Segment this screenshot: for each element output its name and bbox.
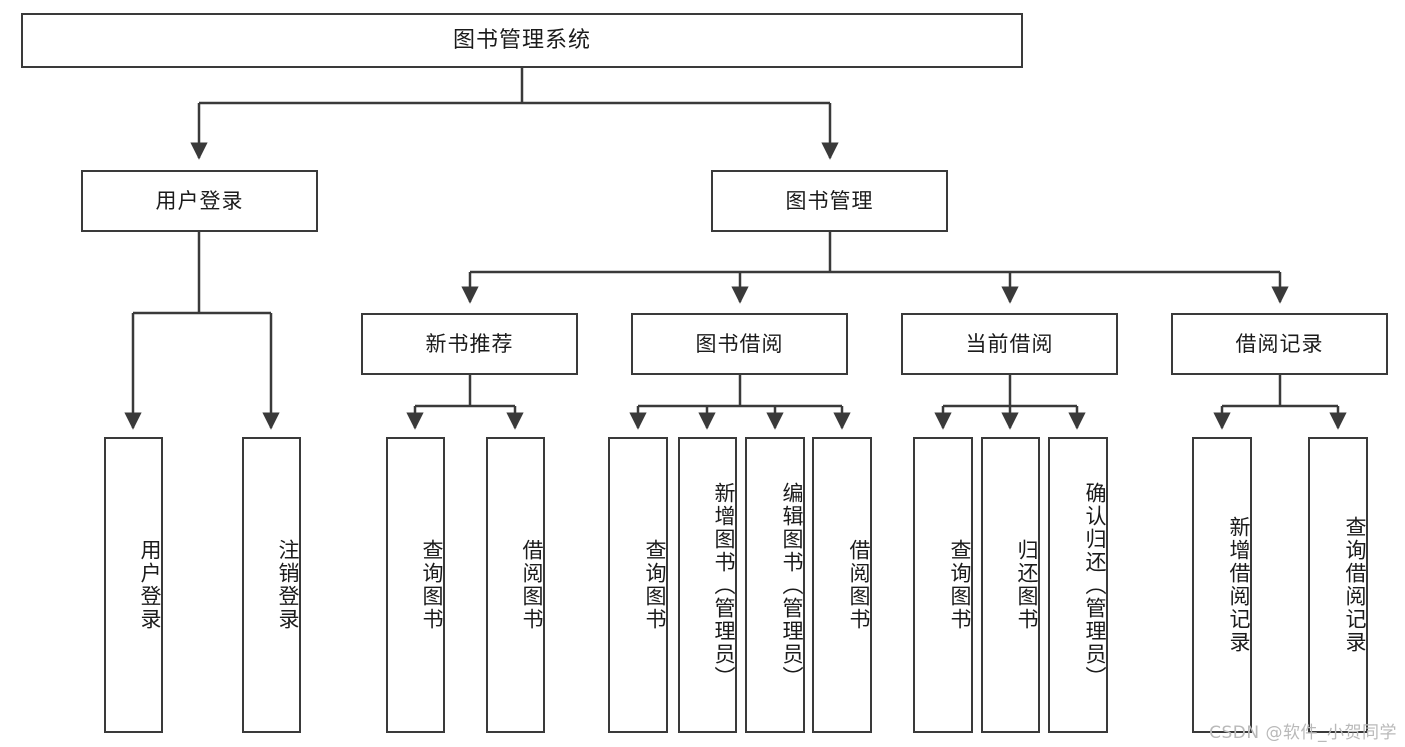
leaf-confirm-return[interactable]: 确认归还（管理员） <box>1048 437 1108 733</box>
leaf-user-logout[interactable]: 注销登录 <box>242 437 301 733</box>
node-borrow-record[interactable]: 借阅记录 <box>1171 313 1388 375</box>
leaf-edit-book[interactable]: 编辑图书（管理员） <box>745 437 805 733</box>
node-new-book-rec[interactable]: 新书推荐 <box>361 313 578 375</box>
leaf-query-book-2[interactable]: 查询图书 <box>608 437 668 733</box>
leaf-label: 查询借阅记录 <box>1343 516 1367 654</box>
leaf-label: 借阅图书 <box>520 539 544 631</box>
leaf-borrow-book-2[interactable]: 借阅图书 <box>812 437 872 733</box>
leaf-add-record[interactable]: 新增借阅记录 <box>1192 437 1252 733</box>
leaf-user-login[interactable]: 用户登录 <box>104 437 163 733</box>
leaf-return-book[interactable]: 归还图书 <box>981 437 1040 733</box>
leaf-label: 确认归还（管理员） <box>1083 481 1107 689</box>
leaf-label: 查询图书 <box>948 539 972 631</box>
leaf-label: 编辑图书（管理员） <box>780 481 804 689</box>
node-current-borrow[interactable]: 当前借阅 <box>901 313 1118 375</box>
leaf-label: 注销登录 <box>276 539 300 631</box>
node-user-login[interactable]: 用户登录 <box>81 170 318 232</box>
leaf-query-record[interactable]: 查询借阅记录 <box>1308 437 1368 733</box>
leaf-label: 查询图书 <box>420 539 444 631</box>
leaf-label: 用户登录 <box>138 539 162 631</box>
leaf-label: 新增图书（管理员） <box>712 481 736 689</box>
leaf-add-book[interactable]: 新增图书（管理员） <box>678 437 737 733</box>
node-book-borrow[interactable]: 图书借阅 <box>631 313 848 375</box>
leaf-borrow-book-1[interactable]: 借阅图书 <box>486 437 545 733</box>
leaf-query-book-3[interactable]: 查询图书 <box>913 437 973 733</box>
leaf-query-book-1[interactable]: 查询图书 <box>386 437 445 733</box>
node-book-manage[interactable]: 图书管理 <box>711 170 948 232</box>
leaf-label: 新增借阅记录 <box>1227 516 1251 654</box>
node-root[interactable]: 图书管理系统 <box>21 13 1023 68</box>
leaf-label: 归还图书 <box>1015 539 1039 631</box>
leaf-label: 借阅图书 <box>847 539 871 631</box>
leaf-label: 查询图书 <box>643 539 667 631</box>
csdn-watermark: CSDN @软件_小贺同学 <box>1209 723 1397 743</box>
